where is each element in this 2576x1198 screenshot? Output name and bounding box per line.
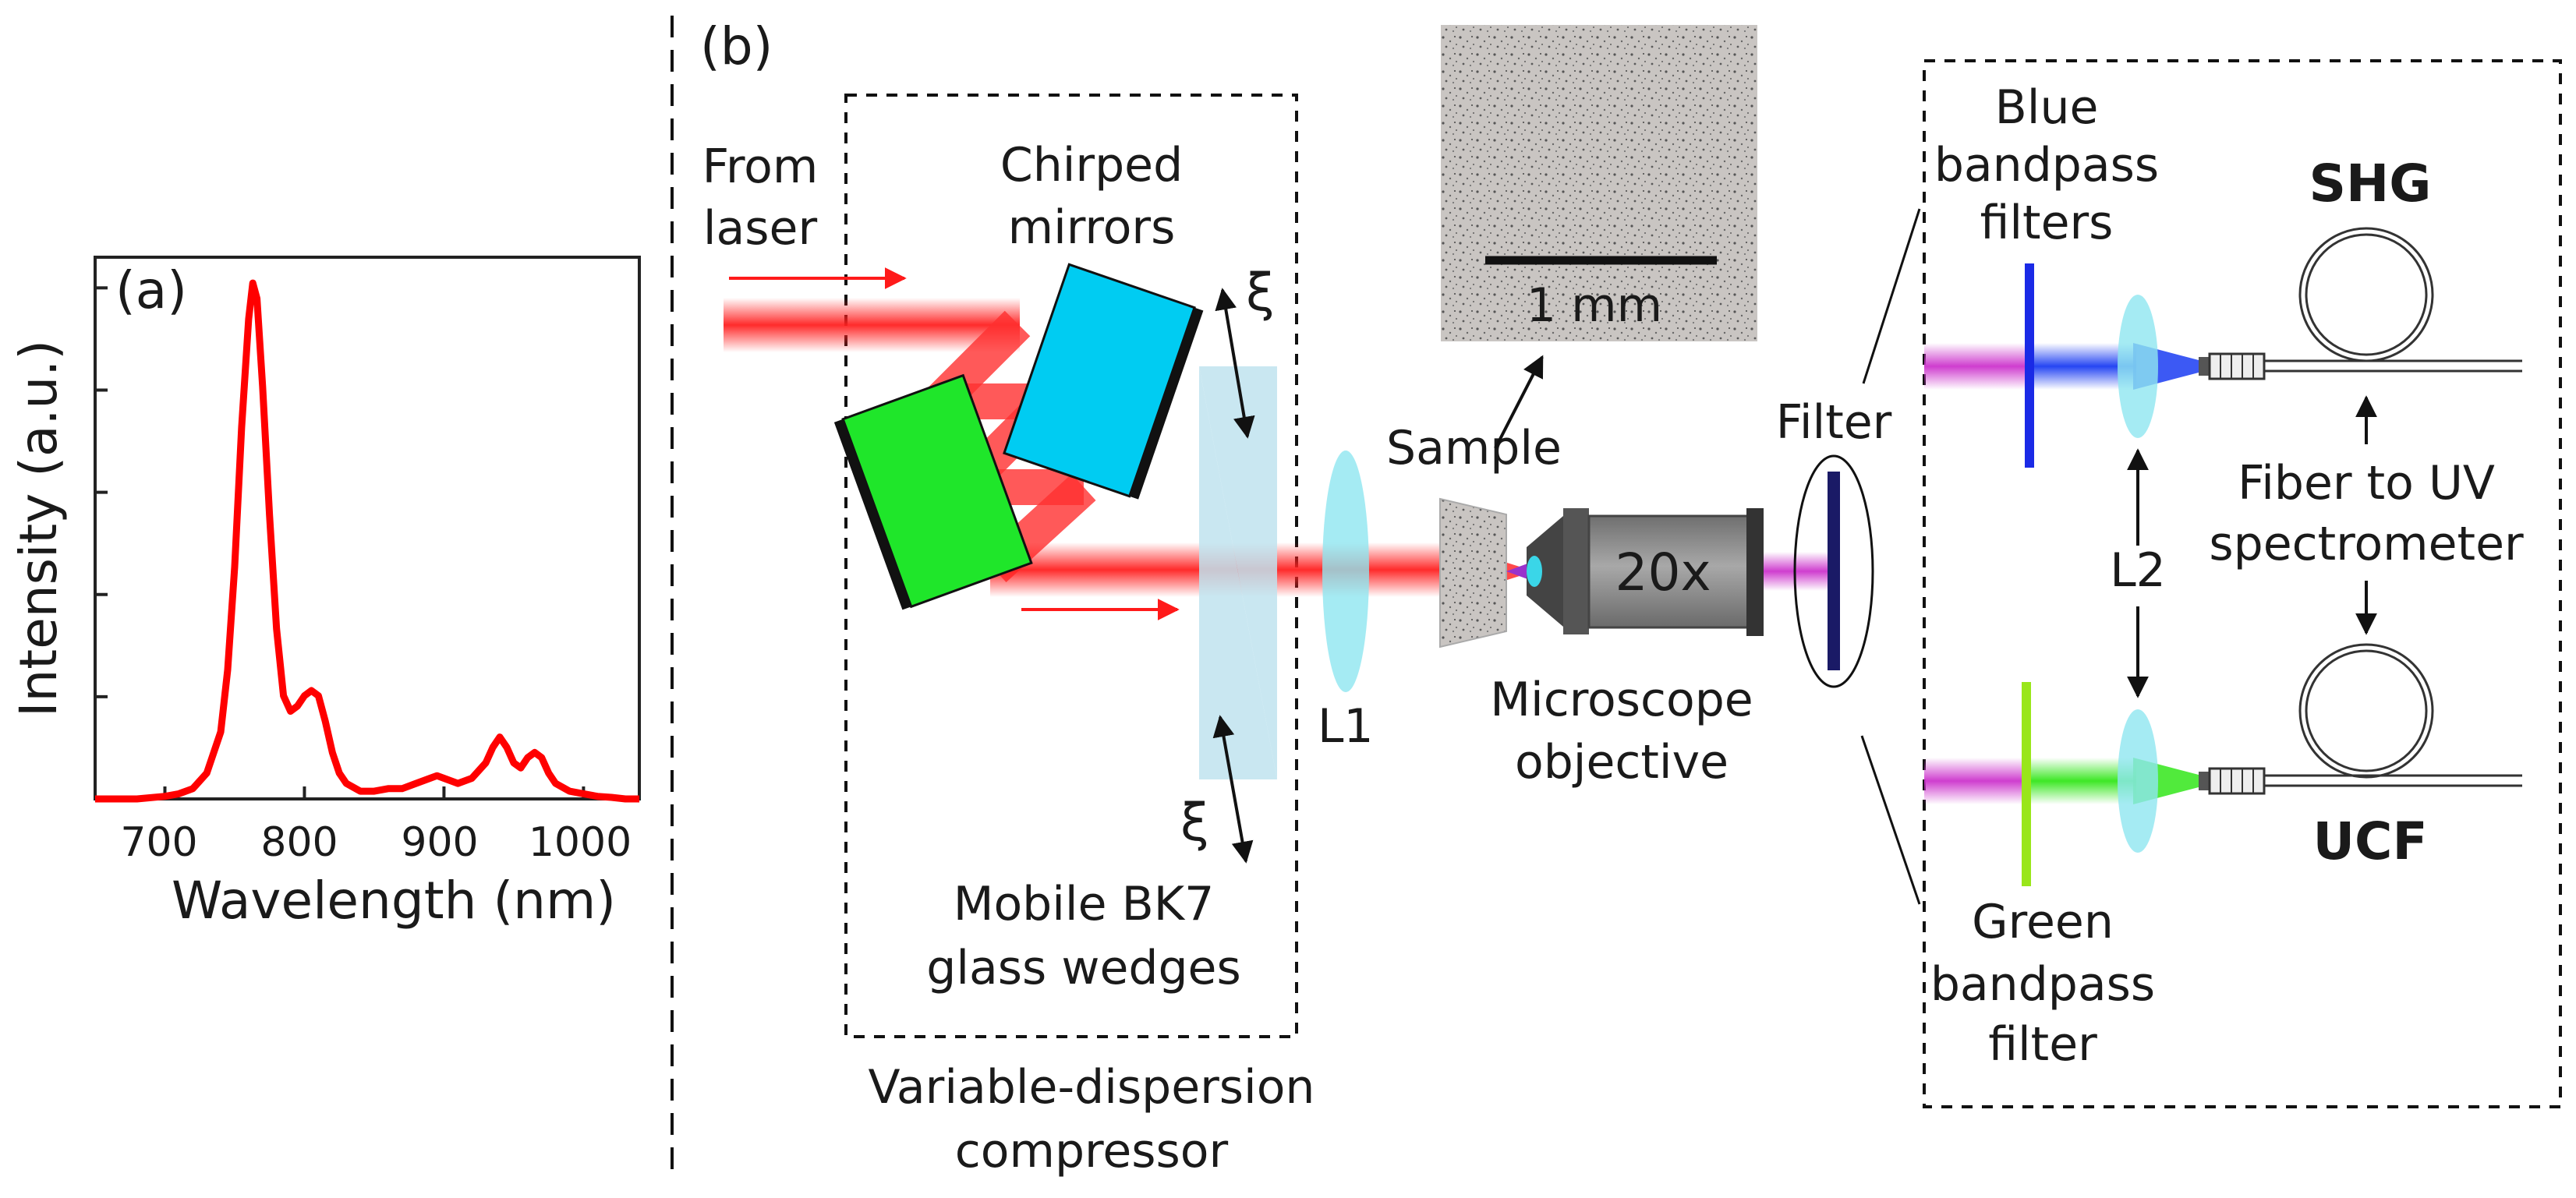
x-axis-label: Wavelength (nm) <box>172 871 616 931</box>
input-laser-beam <box>724 298 1020 352</box>
y-axis-label: Intensity (a.u.) <box>9 340 69 717</box>
zoom-line-bottom <box>1860 735 1921 905</box>
x-tick-label-800: 800 <box>260 819 338 866</box>
ucf-label: UCF <box>2312 811 2427 871</box>
filter-label: Filter <box>1776 395 1892 450</box>
panel-a-label: (a) <box>115 260 187 320</box>
fiber-label-2: spectrometer <box>2209 517 2524 571</box>
from-laser-label-2: laser <box>703 201 818 256</box>
shg-label: SHG <box>2309 154 2432 214</box>
green-filter-label-2: bandpass <box>1930 957 2155 1012</box>
fiber-connector-top <box>2199 352 2266 380</box>
wedge-translation-arrow-top <box>1215 288 1255 439</box>
plot-frame <box>94 256 641 800</box>
objective-label-line2: objective <box>1515 735 1729 790</box>
lens-l1 <box>1322 451 1369 692</box>
panel-a: (a) Intensity (a.u.) Wavelength (nm) 700… <box>9 256 641 931</box>
panel-b: (b) <box>700 16 2562 1179</box>
compressor-label-1: Variable-dispersion <box>869 1060 1315 1115</box>
panel-b-label: (b) <box>700 16 773 76</box>
emitted-light-beam <box>1764 552 1834 591</box>
detection-box <box>1923 59 2562 1108</box>
from-laser-label-1: From <box>702 140 819 194</box>
ucf-branch <box>1924 643 2522 886</box>
bk7-wedges-label-1: Mobile BK7 <box>954 877 1215 931</box>
y-ticks <box>95 286 108 698</box>
xi-label-top: ξ <box>1246 263 1275 323</box>
sample-slide <box>1439 497 1507 648</box>
filter-outline <box>1793 454 1874 688</box>
lens-l1-label: L1 <box>1318 699 1374 754</box>
blue-filters-label-1: Blue <box>1995 80 2099 135</box>
microscope-objective <box>1506 508 1764 636</box>
x-tick-label-900: 900 <box>401 819 478 866</box>
chirped-mirror-top <box>1003 263 1204 500</box>
chirped-mirror-bottom <box>833 373 1033 610</box>
blue-filters-label-2: bandpass <box>1934 138 2159 193</box>
green-bandpass-filter <box>2022 682 2031 886</box>
objective-magnification: 20x <box>1615 542 1711 603</box>
fiber-connector-bottom <box>2199 767 2266 795</box>
fiber-coil-bottom <box>2264 643 2522 787</box>
scale-bar-label: 1 mm <box>1527 278 1662 333</box>
bk7-wedges-label-2: glass wedges <box>926 941 1240 995</box>
filter-plate <box>1828 472 1840 670</box>
chirped-mirrors-label-1: Chirped <box>1000 138 1183 193</box>
lens-l2-top <box>2118 295 2158 438</box>
shg-branch <box>1924 227 2522 468</box>
spectrum-series-line <box>95 279 639 803</box>
green-filter-label-1: Green <box>1972 895 2114 949</box>
wedge-translation-arrow-bottom <box>1212 715 1254 864</box>
lens-l2-bottom <box>2118 709 2158 853</box>
bk7-wedge-lower <box>1199 366 1277 779</box>
fiber-coil-top <box>2264 227 2522 373</box>
fiber-label-1: Fiber to UV <box>2238 456 2495 511</box>
micrograph-pointer <box>1494 355 1544 449</box>
blue-bandpass-filter <box>2025 263 2034 468</box>
objective-label-line1: Microscope <box>1490 673 1753 727</box>
x-tick-label-700: 700 <box>120 819 197 866</box>
sample-micrograph <box>1441 25 1757 341</box>
zoom-line-top <box>1862 208 1921 384</box>
sample-label: Sample <box>1386 421 1562 475</box>
blue-filters-label-3: filters <box>1980 196 2114 250</box>
compressor-label-2: compressor <box>955 1124 1229 1179</box>
lens-l2-label: L2 <box>2110 543 2166 598</box>
chirped-mirrors-label-2: mirrors <box>1008 200 1176 255</box>
xi-label-bottom: ξ <box>1180 793 1209 853</box>
green-filter-label-3: filter <box>1988 1017 2097 1072</box>
x-tick-label-1000: 1000 <box>529 819 632 866</box>
